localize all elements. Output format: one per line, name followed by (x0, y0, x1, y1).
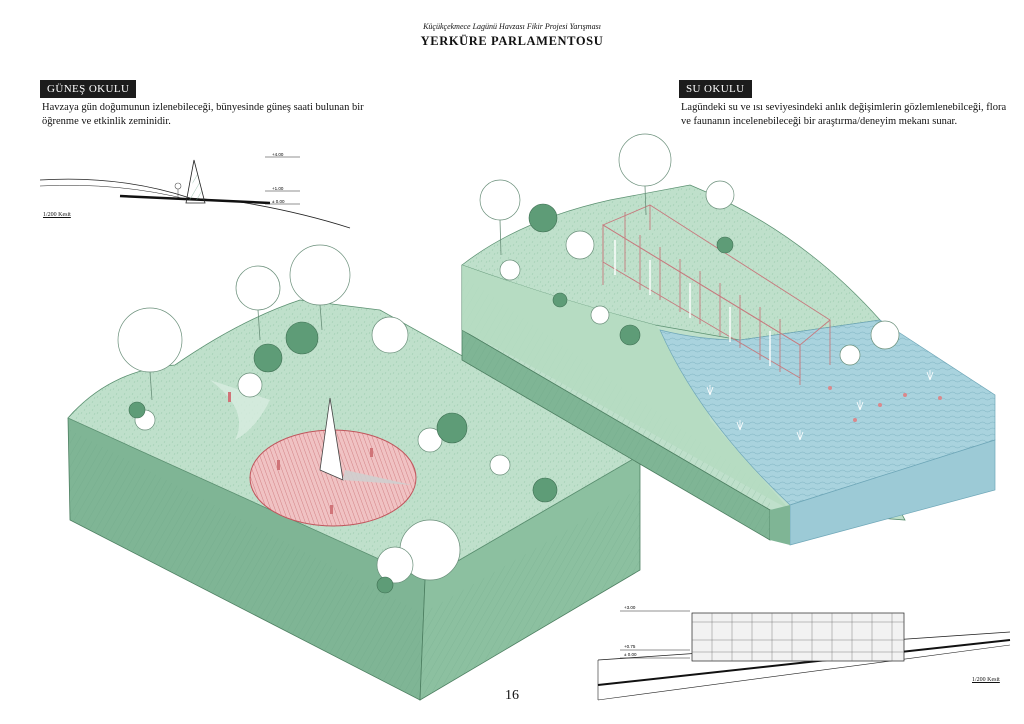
gunes-okulu-axonometric (67, 244, 641, 701)
competition-subtitle: Küçükçekmece Lagünü Havzası Fikir Projes… (423, 22, 601, 31)
gunes-okulu-tag: GÜNEŞ OKULU (40, 80, 137, 98)
level-label: +0.75 (624, 644, 636, 649)
su-okulu-section (597, 610, 1011, 701)
level-label: +4.00 (272, 152, 284, 157)
description-line: Havzaya gün doğumunun izlenebileceği, bü… (42, 102, 364, 113)
section-scale-label: 1/200 Kesit (43, 212, 71, 218)
su-okulu-tag: SU OKULU (679, 80, 752, 98)
description-line: ve faunanın incelenebileceği bir araştır… (681, 116, 958, 127)
su-okulu-axonometric (461, 133, 996, 546)
gunes-okulu-description: Havzaya gün doğumunun izlenebileceği, bü… (42, 101, 372, 129)
page-number: 16 (505, 688, 519, 703)
level-label: +1.00 (272, 186, 284, 191)
section-scale-label: 1/200 Kesit (972, 677, 1000, 683)
description-line: öğrenme ve etkinlik zeminidir. (42, 116, 171, 127)
su-okulu-description: Lagündeki su ve ısı seviyesindeki anlık … (681, 101, 1011, 129)
description-line: Lagündeki su ve ısı seviyesindeki anlık … (681, 102, 1007, 113)
gunes-okulu-section (39, 156, 351, 229)
level-label: ± 0.00 (624, 652, 637, 657)
level-label: ± 0.00 (272, 199, 285, 204)
page-title: YERKÜRE PARLAMENTOSU (420, 34, 604, 48)
level-label: +3.00 (624, 605, 636, 610)
